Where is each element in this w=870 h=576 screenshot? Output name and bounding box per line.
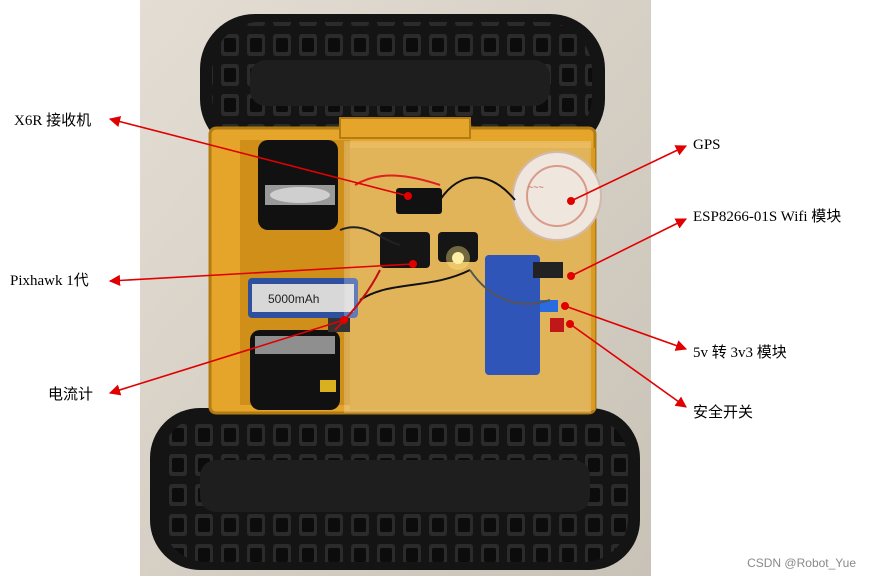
arrow-x6r bbox=[108, 116, 409, 197]
esp-module bbox=[533, 262, 563, 278]
arrow-pixhawk bbox=[108, 263, 414, 287]
label-gps: GPS bbox=[693, 137, 721, 153]
robot-photo: 5000mAh ~~~ bbox=[140, 0, 651, 576]
battery: 5000mAh bbox=[248, 278, 358, 318]
arrow-switch bbox=[569, 323, 687, 408]
gps-module: ~~~ bbox=[512, 151, 602, 241]
label-x6r-receiver: X6R 接收机 bbox=[14, 113, 92, 129]
arrow-converter bbox=[564, 305, 688, 351]
battery-2 bbox=[485, 255, 540, 375]
arrow-esp bbox=[570, 218, 688, 277]
arrow-current-meter bbox=[108, 319, 345, 396]
label-safety-switch: 安全开关 bbox=[693, 405, 754, 421]
motor-bottom bbox=[250, 330, 340, 410]
wires bbox=[334, 174, 551, 331]
svg-text:~~~: ~~~ bbox=[528, 182, 544, 192]
pixhawk-board bbox=[380, 232, 430, 268]
robot-illustration: 5000mAh ~~~ bbox=[140, 0, 651, 576]
battery-label: 5000mAh bbox=[268, 292, 319, 306]
top-track bbox=[200, 14, 605, 154]
arrow-gps bbox=[570, 145, 688, 202]
bottom-track bbox=[150, 408, 640, 570]
label-converter: 5v 转 3v3 模块 bbox=[693, 345, 787, 361]
safety-switch bbox=[550, 318, 564, 332]
label-current-meter: 电流计 bbox=[48, 387, 94, 403]
label-esp-module: ESP8266-01S Wifi 模块 bbox=[693, 209, 842, 225]
label-pixhawk: Pixhawk 1代 bbox=[10, 273, 89, 289]
converter-module bbox=[540, 300, 558, 312]
watermark: CSDN @Robot_Yue bbox=[747, 556, 856, 570]
